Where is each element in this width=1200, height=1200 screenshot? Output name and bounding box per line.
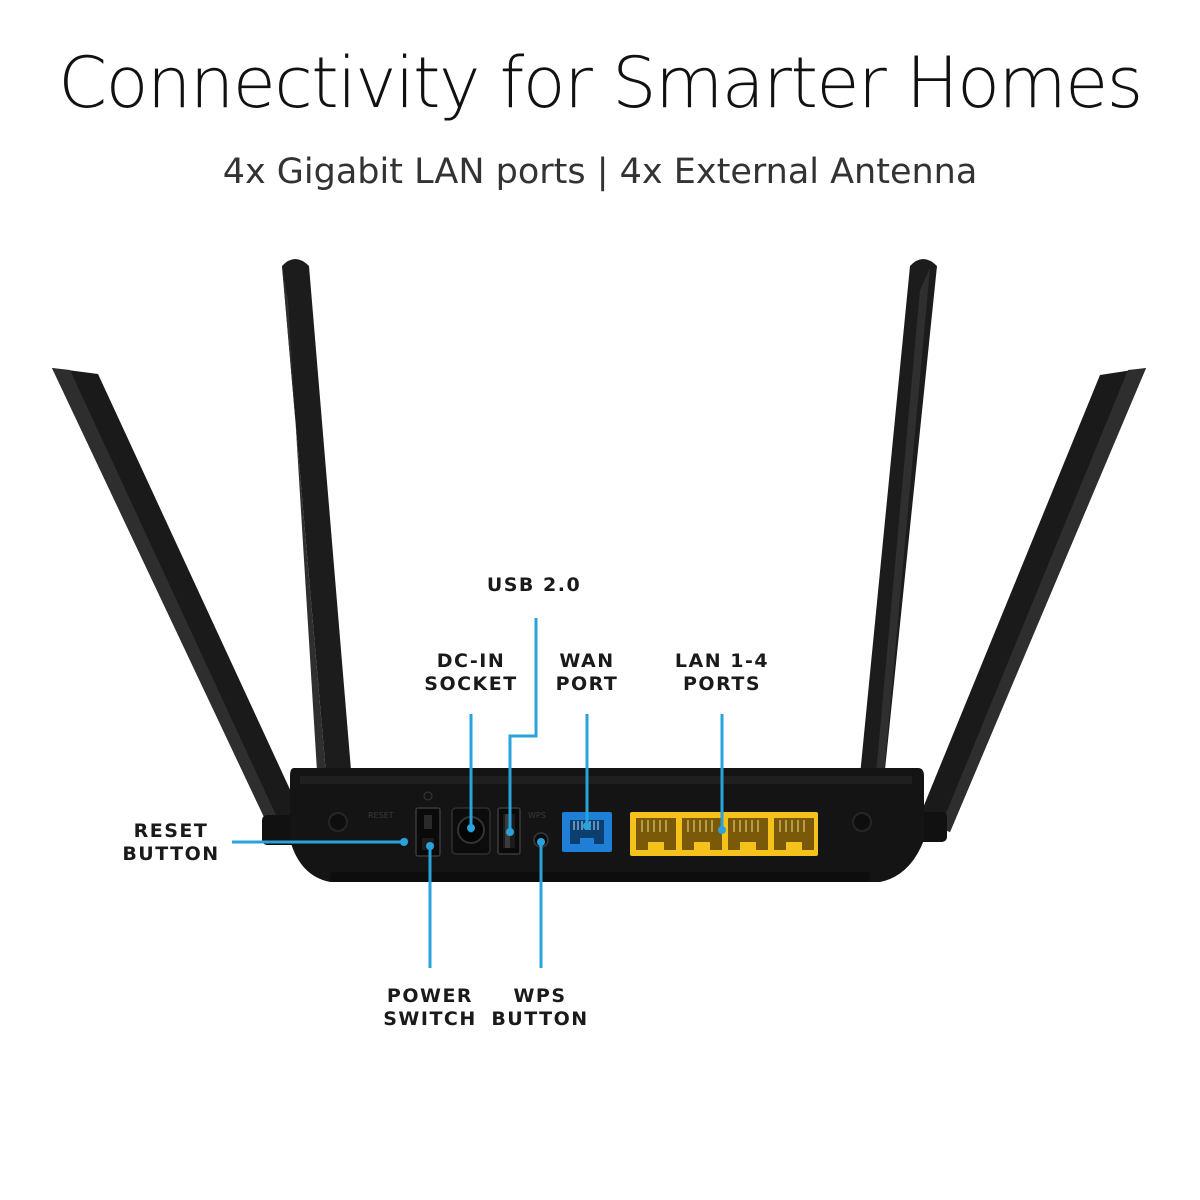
label-power: POWER SWITCH [374,985,486,1031]
lan-port-3[interactable] [728,818,768,850]
lan-port-2[interactable] [682,818,722,850]
label-reset-line-1: RESET [133,820,209,842]
page-subtitle: 4x Gigabit LAN ports | 4x External Anten… [222,152,978,192]
lan-port-1[interactable] [636,818,676,850]
label-dc-in-line-2: SOCKET [424,673,518,695]
label-lan-line-1: LAN 1-4 [674,650,770,672]
label-power-line-2: SWITCH [383,1008,477,1030]
page-title: Connectivity for Smarter Homes [58,42,1143,124]
antenna-left-outer [52,368,305,845]
label-wan: WAN PORT [540,650,634,696]
wps-mark: WPS [528,811,546,820]
callout-dots [400,822,726,850]
antenna-left-inner [282,259,355,820]
lan-port-4[interactable] [774,818,814,850]
label-usb-line-1: USB 2.0 [486,574,582,596]
lan-ports [630,812,818,856]
label-usb: USB 2.0 [484,574,584,597]
antenna-right-inner [856,259,937,818]
antenna-right-outer [905,368,1146,842]
power-icon [423,791,433,801]
label-lan: LAN 1-4 PORTS [662,650,782,696]
label-wps: WPS BUTTON [484,985,596,1031]
callout-line-usb [508,618,538,832]
label-wps-line-2: BUTTON [491,1008,589,1030]
label-power-line-1: POWER [386,985,474,1007]
callout-lines [232,618,724,968]
label-dc-in: DC-IN SOCKET [416,650,526,696]
label-reset: RESET BUTTON [112,820,230,866]
label-lan-line-2: PORTS [683,673,761,695]
label-reset-line-2: BUTTON [122,843,220,865]
label-dc-in-line-1: DC-IN [436,650,506,672]
label-wps-line-1: WPS [513,985,567,1007]
label-wan-line-2: PORT [555,673,619,695]
reset-mark: RESET [368,811,394,820]
label-wan-line-1: WAN [559,650,615,672]
